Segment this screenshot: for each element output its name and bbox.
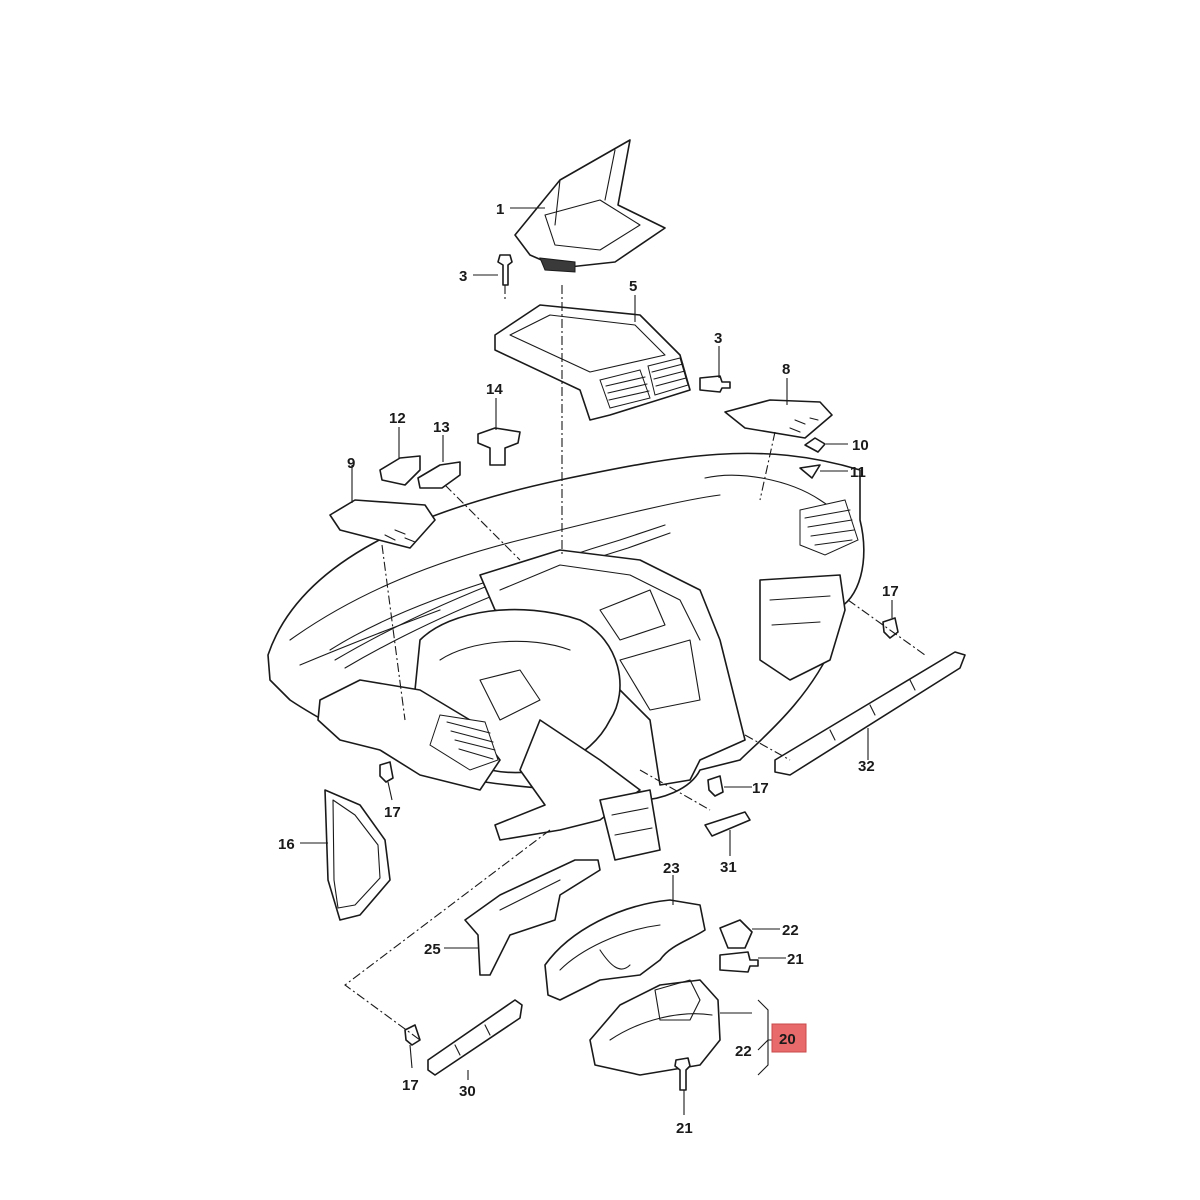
part-23-upper-shroud bbox=[544, 899, 706, 1001]
callout-labels: 1 3 5 3 8 14 12 13 9 10 11 17 32 17 17 1… bbox=[278, 201, 899, 1137]
part-14-clip bbox=[477, 427, 521, 466]
part-30-left-trim bbox=[427, 999, 523, 1076]
part-1-top-cover bbox=[514, 139, 666, 273]
part-9-left-cover bbox=[329, 499, 436, 549]
part-31-trim bbox=[704, 811, 751, 837]
callout-16: 16 bbox=[278, 836, 295, 853]
callout-17-right: 17 bbox=[882, 583, 899, 600]
callout-17-left: 17 bbox=[384, 804, 401, 821]
clip-17-left bbox=[379, 761, 394, 783]
callout-8: 8 bbox=[782, 361, 790, 378]
screws-3 bbox=[497, 254, 731, 393]
small-clips bbox=[379, 427, 826, 489]
callout-21-right: 21 bbox=[787, 951, 804, 968]
clips-17 bbox=[379, 617, 899, 1046]
callout-23: 23 bbox=[663, 860, 680, 877]
screw-21-right bbox=[719, 951, 759, 973]
screw-3-top bbox=[497, 254, 513, 286]
part-32-right-trim bbox=[774, 651, 966, 776]
part-13-clip bbox=[417, 461, 461, 489]
callout-14: 14 bbox=[486, 381, 503, 398]
part-5-instrument-bezel bbox=[494, 304, 691, 421]
callout-30: 30 bbox=[459, 1083, 476, 1100]
clip-17-right bbox=[882, 617, 899, 639]
part-25-lower-panel bbox=[464, 859, 601, 976]
callout-10: 10 bbox=[852, 437, 869, 454]
callout-25: 25 bbox=[424, 941, 441, 958]
alignment-lines bbox=[344, 285, 926, 1041]
callout-12: 12 bbox=[389, 410, 406, 427]
callout-11: 11 bbox=[850, 464, 866, 481]
callout-17-bottom: 17 bbox=[402, 1077, 419, 1094]
callout-31: 31 bbox=[720, 859, 737, 876]
callout-13: 13 bbox=[433, 419, 450, 436]
callout-9: 9 bbox=[347, 455, 355, 472]
callout-21-bottom: 21 bbox=[676, 1120, 693, 1137]
callout-20-highlight bbox=[771, 1023, 807, 1053]
callout-3-right: 3 bbox=[714, 330, 722, 347]
callout-5: 5 bbox=[629, 278, 637, 295]
callout-22-bottom: 22 bbox=[735, 1043, 752, 1060]
part-10-clip bbox=[804, 437, 826, 453]
part-16-side-panel bbox=[324, 789, 391, 921]
callout-32: 32 bbox=[858, 758, 875, 775]
callout-20: 20 bbox=[779, 1031, 796, 1048]
screw-3-right bbox=[699, 375, 731, 393]
part-11-clip bbox=[799, 464, 821, 479]
screw-21-bottom bbox=[674, 1057, 691, 1091]
part-12-clip bbox=[379, 455, 421, 486]
callout-3-top: 3 bbox=[459, 268, 467, 285]
callout-22-top: 22 bbox=[782, 922, 799, 939]
clip-17-center bbox=[707, 775, 724, 797]
callout-17-center: 17 bbox=[752, 780, 769, 797]
part-20-lower-shroud bbox=[589, 979, 721, 1076]
part-8-right-cover bbox=[724, 399, 833, 439]
callout-1: 1 bbox=[496, 201, 504, 218]
leader-lines bbox=[300, 207, 893, 1115]
part-22-clip bbox=[719, 919, 753, 949]
screws-21 bbox=[674, 951, 759, 1091]
